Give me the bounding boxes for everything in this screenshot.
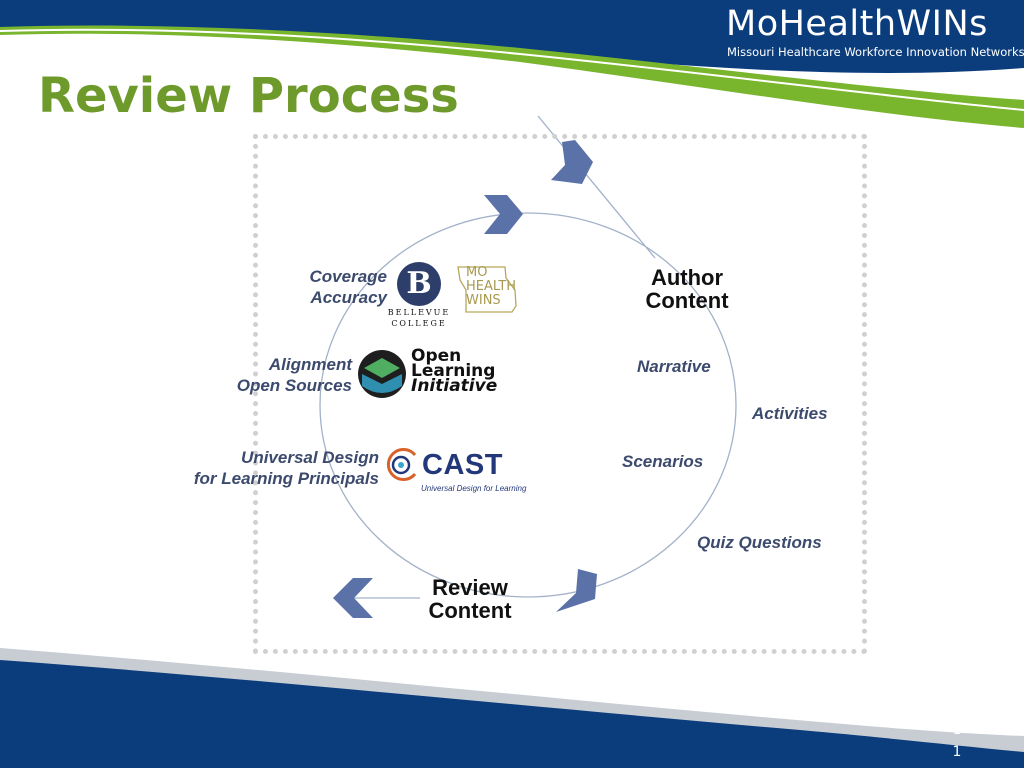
- brand-subtitle: Missouri Healthcare Workforce Innovation…: [727, 45, 1024, 59]
- criteria-alignment-open-sources: Alignment Open Sources: [236, 355, 352, 395]
- task-scenarios: Scenarios: [622, 452, 704, 471]
- chevron-bottom-right-icon: [556, 569, 597, 612]
- bellevue-logo-text: BELLEVUE COLLEGE: [387, 308, 451, 328]
- page-title: Review Process: [38, 68, 459, 124]
- cast-emblem-icon: [386, 448, 417, 481]
- task-quiz-questions: Quiz Questions: [697, 533, 822, 552]
- review-content-label: Review Content: [428, 575, 512, 623]
- criteria-universal-design: Universal Design for Learning Principals: [193, 448, 379, 488]
- task-narrative: Narrative: [637, 357, 711, 376]
- chevron-bottom-left-icon: [333, 578, 373, 618]
- page-number: 1 1: [952, 722, 962, 760]
- cast-tagline: Universal Design for Learning: [421, 484, 527, 493]
- chevron-top-icon: [484, 195, 523, 234]
- bellevue-logo: B: [397, 262, 441, 306]
- diagram-frame: [253, 134, 867, 654]
- task-activities: Activities: [752, 404, 828, 423]
- cast-logo: CAST: [422, 449, 503, 481]
- oli-emblem-icon: [358, 350, 406, 398]
- chevron-incoming-icon: [551, 140, 593, 184]
- mohealthwins-logo: MO HEALTH WINS: [466, 265, 517, 308]
- missouri-outline-icon: [457, 266, 517, 313]
- oli-logo: Open Learning Initiative: [411, 346, 498, 396]
- brand-title: MoHealthWINs: [726, 4, 988, 44]
- criteria-coverage-accuracy: Coverage Accuracy: [309, 267, 387, 307]
- author-content-label: Author Content: [645, 265, 729, 313]
- cycle-diagram: [319, 115, 737, 599]
